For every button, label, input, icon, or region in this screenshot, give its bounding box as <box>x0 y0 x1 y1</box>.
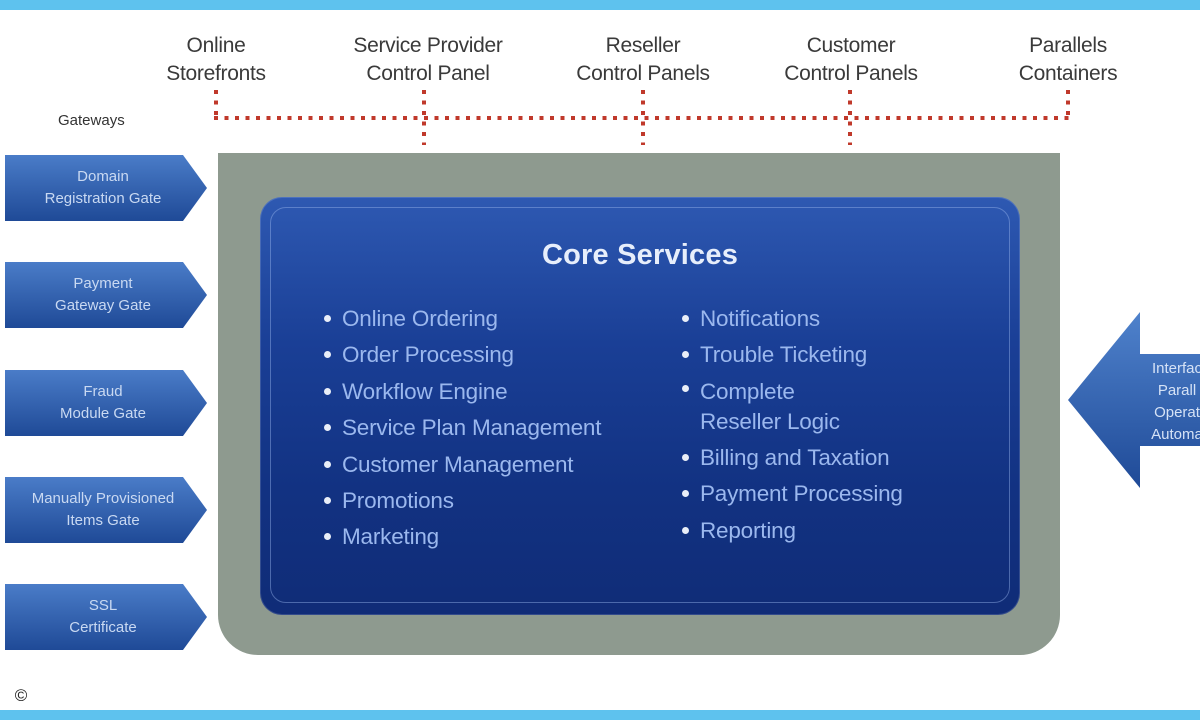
dotted-connector-lines <box>214 90 1072 145</box>
core-panel-inner-border <box>270 207 1010 603</box>
bullet-icon <box>324 351 331 359</box>
service-item: Reporting <box>682 513 903 549</box>
bullet-icon <box>682 384 689 392</box>
gate-payment-gateway: Payment Gateway Gate <box>5 262 207 328</box>
service-item: Payment Processing <box>682 476 903 512</box>
top-accent-band <box>0 0 1200 10</box>
core-services-title: Core Services <box>541 239 739 271</box>
gate-fraud-module: Fraud Module Gate <box>5 370 207 436</box>
gate-domain-registration: Domain Registration Gate <box>5 155 207 221</box>
interface-label-clip: Interfac Parall Operat Automa <box>1132 358 1200 448</box>
bullet-icon <box>682 526 689 534</box>
bullet-icon <box>324 424 331 432</box>
core-services-right-list: Notifications Trouble Ticketing Complete… <box>682 301 903 549</box>
gate-arrow-shape <box>5 477 207 543</box>
bullet-icon <box>324 387 331 395</box>
gate-ssl-certificate: SSL Certificate <box>5 584 207 650</box>
gate-arrow-shape <box>5 155 207 221</box>
service-item: Workflow Engine <box>324 374 601 410</box>
bullet-icon <box>682 453 689 461</box>
target-reseller-control-panels: Reseller Control Panels <box>576 34 710 85</box>
gate-label: Fraud Module Gate <box>60 383 146 422</box>
bullet-icon <box>324 497 331 505</box>
target-online-storefronts: Online Storefronts <box>166 34 266 85</box>
service-item: Order Processing <box>324 337 601 373</box>
service-item: Customer Management <box>324 447 601 483</box>
service-item: Marketing <box>324 519 601 555</box>
core-services-panel: Core Services Online Ordering Order Proc… <box>260 197 1020 615</box>
bottom-accent-band <box>0 710 1200 720</box>
interface-label: Interfac Parall Operat Automa <box>1151 360 1200 443</box>
gate-label: Domain Registration Gate <box>44 168 162 207</box>
copyright-symbol: © <box>14 686 28 705</box>
service-item: Complete Reseller Logic <box>682 374 903 440</box>
gateways-title: Gateways <box>58 112 125 129</box>
interface-arrow <box>1068 312 1200 488</box>
gate-manually-provisioned-items: Manually Provisioned Items Gate <box>5 477 207 543</box>
service-item: Notifications <box>682 301 903 337</box>
gate-label: Manually Provisioned Items Gate <box>31 490 175 529</box>
bullet-icon <box>682 315 689 322</box>
gate-arrow-shape <box>5 262 207 328</box>
gate-arrow-shape <box>5 370 207 436</box>
core-services-left-list: Online Ordering Order Processing Workflo… <box>324 301 601 556</box>
target-parallels-containers: Parallels Containers <box>1018 34 1118 85</box>
interface-arrow-shape <box>1068 312 1200 488</box>
service-item: Trouble Ticketing <box>682 337 903 373</box>
bullet-icon <box>324 460 331 468</box>
target-service-provider-control-panel: Service Provider Control Panel <box>353 34 503 85</box>
target-customer-control-panels: Customer Control Panels <box>784 34 918 85</box>
bullet-icon <box>324 533 331 541</box>
gate-label: Payment Gateway Gate <box>55 275 151 314</box>
gate-label: SSL Certificate <box>69 597 137 636</box>
service-item: Online Ordering <box>324 301 601 337</box>
service-item: Billing and Taxation <box>682 440 903 476</box>
bullet-icon <box>682 351 689 359</box>
service-item: Service Plan Management <box>324 410 601 446</box>
service-item: Promotions <box>324 483 601 519</box>
gate-arrow-shape <box>5 584 207 650</box>
bullet-icon <box>682 490 689 498</box>
bullet-icon <box>324 315 331 322</box>
